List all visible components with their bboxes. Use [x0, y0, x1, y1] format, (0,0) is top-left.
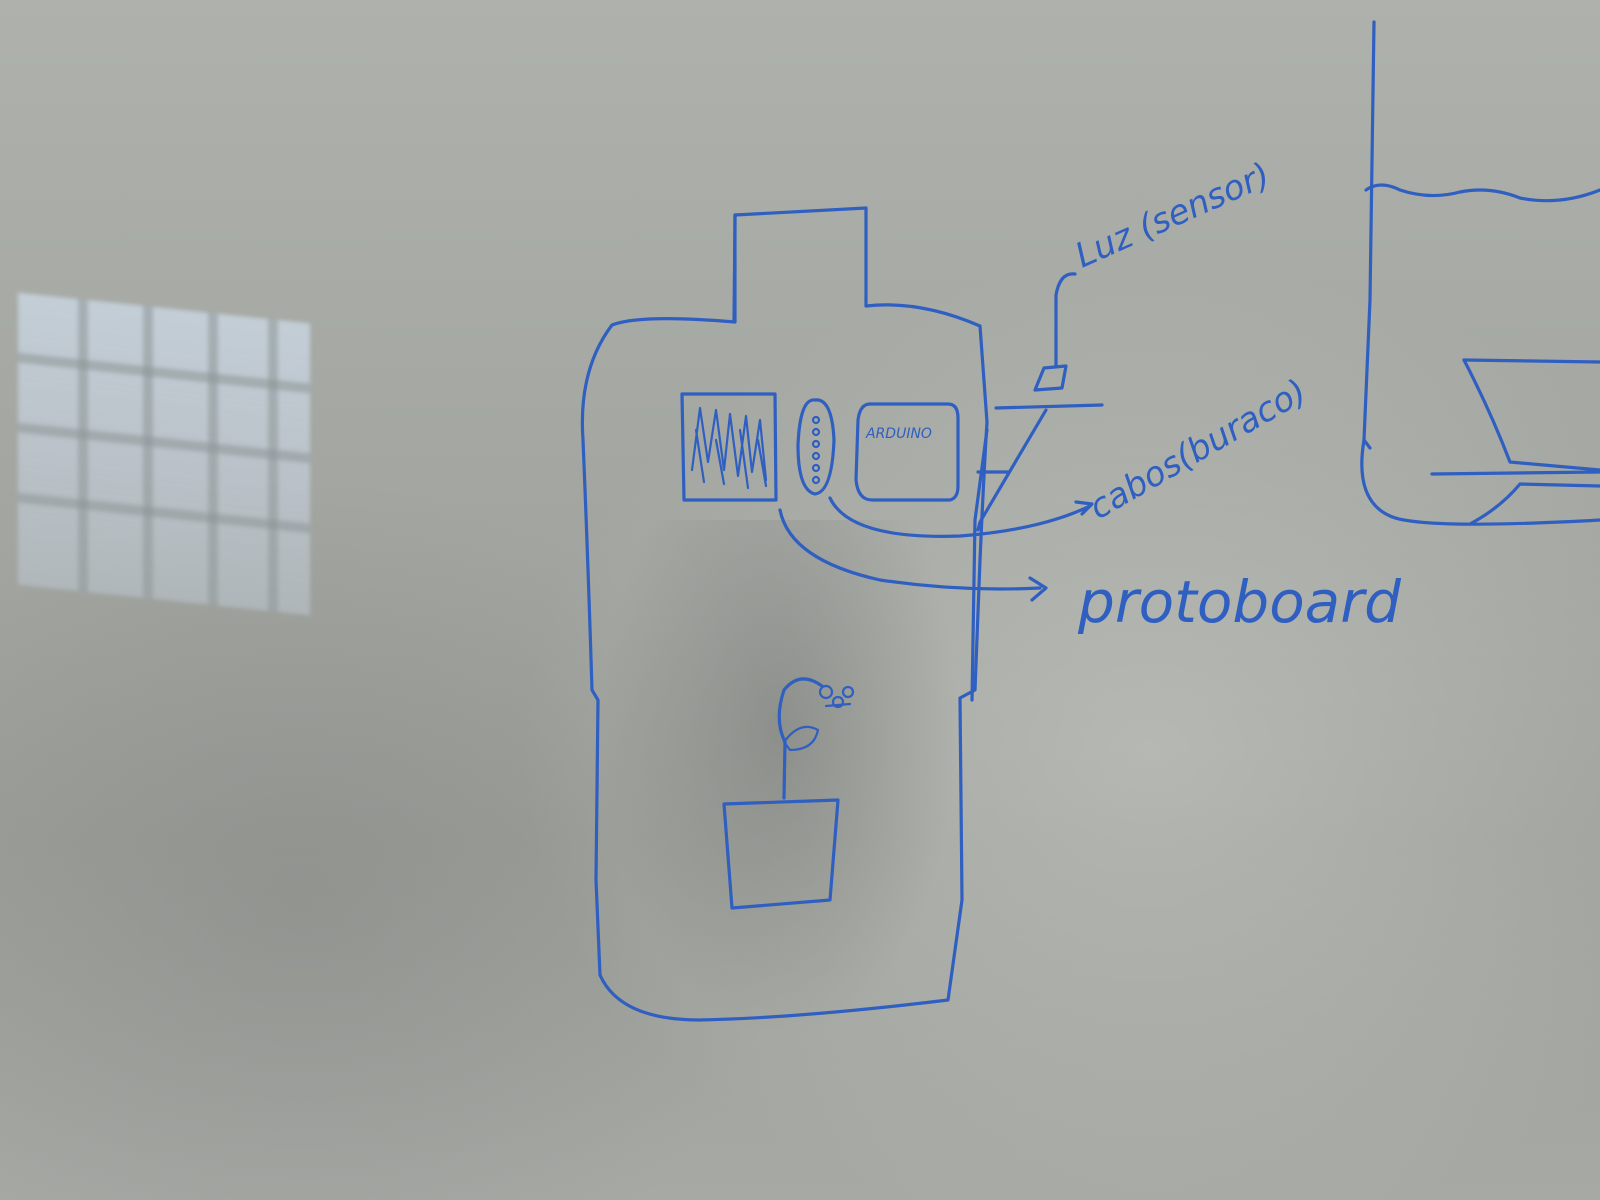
light-sensor	[994, 272, 1104, 410]
right-container-sketch	[1360, 20, 1600, 526]
cabos-label: cabos(buraco)	[1083, 371, 1314, 527]
plant-drawing	[777, 677, 855, 800]
wire-to-cabos	[828, 496, 1092, 538]
bottle-neck-left	[732, 213, 737, 324]
arduino-label: ARDUINO	[865, 426, 932, 442]
support-line	[976, 408, 1048, 532]
luz-sensor-label: Luz (sensor)	[1069, 155, 1276, 276]
cabos-arrowhead	[1074, 500, 1094, 516]
wire-to-protoboard	[778, 508, 1042, 591]
hatched-component	[680, 392, 778, 502]
led-strip	[796, 398, 836, 496]
protoboard-label: protoboard	[1077, 568, 1402, 636]
plant-pot	[722, 798, 840, 910]
person-reflection	[600, 520, 960, 1040]
bottle-wall	[970, 428, 989, 702]
bottle-outline	[580, 206, 989, 1022]
protoboard-arrowhead	[1028, 576, 1048, 602]
arduino-box: ARDUINO	[854, 402, 960, 502]
